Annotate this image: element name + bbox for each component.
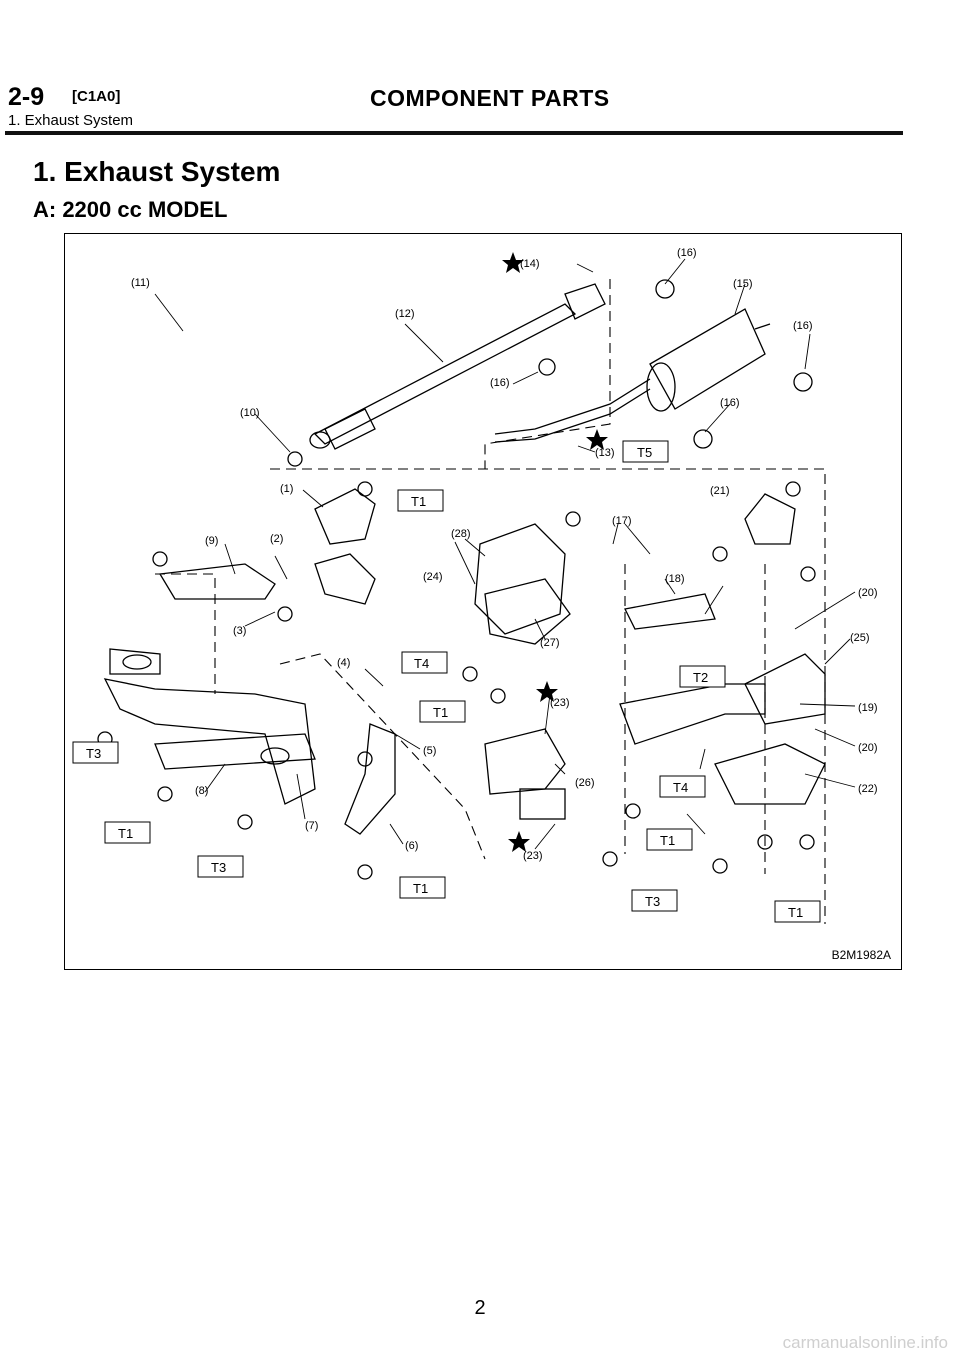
- svg-text:T1: T1: [411, 494, 426, 509]
- callout-24: (24): [423, 571, 443, 583]
- callout-23b: (23): [523, 850, 543, 862]
- callout-28: (28): [451, 528, 471, 540]
- callout-17: (17): [612, 515, 632, 527]
- svg-text:T3: T3: [211, 860, 226, 875]
- torque-box-t3a: T3: [72, 741, 119, 764]
- torque-box-t4b: T4: [659, 775, 706, 798]
- callout-13: (13): [595, 447, 615, 459]
- callout-7: (7): [305, 820, 318, 832]
- subsection-title: A: 2200 cc MODEL: [33, 197, 228, 222]
- callout-12: (12): [395, 308, 415, 320]
- section-code: 2-9: [8, 83, 45, 111]
- callout-1: (1): [280, 483, 293, 495]
- callout-20a: (20): [858, 587, 878, 599]
- callout-19: (19): [858, 702, 878, 714]
- callout-18: (18): [665, 573, 685, 585]
- figure-id: B2M1982A: [831, 948, 891, 962]
- svg-text:T3: T3: [86, 746, 101, 761]
- callout-22: (22): [858, 783, 878, 795]
- exhaust-system-diagram: (11) (12) (14) (16) (15) (16) (16) (16) …: [64, 233, 902, 970]
- callout-27: (27): [540, 637, 560, 649]
- torque-box-t4a: T4: [401, 651, 448, 674]
- svg-text:T1: T1: [788, 905, 803, 920]
- torque-box-t5: T5: [622, 440, 669, 463]
- torque-box-t3c: T3: [631, 889, 678, 912]
- page-number: 2: [474, 1297, 486, 1319]
- torque-box-t1f: T1: [774, 900, 821, 923]
- svg-text:T5: T5: [637, 445, 652, 460]
- callout-11: (11): [131, 277, 150, 289]
- callout-26: (26): [575, 777, 595, 789]
- breadcrumb: 1. Exhaust System: [8, 112, 134, 129]
- callout-9: (9): [205, 535, 218, 547]
- callout-20b: (20): [858, 742, 878, 754]
- callout-23a: (23): [550, 697, 570, 709]
- section-ref: [C1A0]: [72, 88, 121, 105]
- callout-16c: (16): [490, 377, 510, 389]
- svg-text:T1: T1: [660, 833, 675, 848]
- callout-4: (4): [337, 657, 350, 669]
- callout-8: (8): [195, 785, 208, 797]
- svg-text:T1: T1: [433, 705, 448, 720]
- callout-21: (21): [710, 485, 730, 497]
- callout-16b: (16): [793, 320, 813, 332]
- section-title: 1. Exhaust System: [33, 156, 281, 187]
- svg-text:T3: T3: [645, 894, 660, 909]
- svg-text:T1: T1: [118, 826, 133, 841]
- callout-16a: (16): [677, 247, 697, 259]
- torque-box-t1b: T1: [419, 700, 466, 723]
- svg-text:T2: T2: [693, 670, 708, 685]
- svg-text:T1: T1: [413, 881, 428, 896]
- watermark: carmanualsonline.info: [782, 1333, 948, 1352]
- callout-25: (25): [850, 632, 870, 644]
- callout-2: (2): [270, 533, 283, 545]
- torque-box-t1e: T1: [399, 876, 446, 899]
- torque-box-t1d: T1: [646, 828, 693, 851]
- callout-15: (15): [733, 278, 753, 290]
- torque-box-t1c: T1: [104, 821, 151, 844]
- callout-3: (3): [233, 625, 246, 637]
- callout-6: (6): [405, 840, 418, 852]
- callout-16d: (16): [720, 397, 740, 409]
- svg-text:T4: T4: [673, 780, 688, 795]
- page-header-title: COMPONENT PARTS: [370, 85, 610, 111]
- callout-10: (10): [240, 407, 260, 419]
- torque-box-t2: T2: [679, 665, 726, 688]
- torque-box-t1a: T1: [397, 489, 444, 512]
- svg-text:T4: T4: [414, 656, 429, 671]
- torque-box-t3b: T3: [197, 855, 244, 878]
- diagram-drawing: (11) (12) (14) (16) (15) (16) (16) (16) …: [72, 247, 878, 924]
- callout-5: (5): [423, 745, 436, 757]
- callout-14: (14): [520, 258, 540, 270]
- header-rule: [5, 131, 903, 135]
